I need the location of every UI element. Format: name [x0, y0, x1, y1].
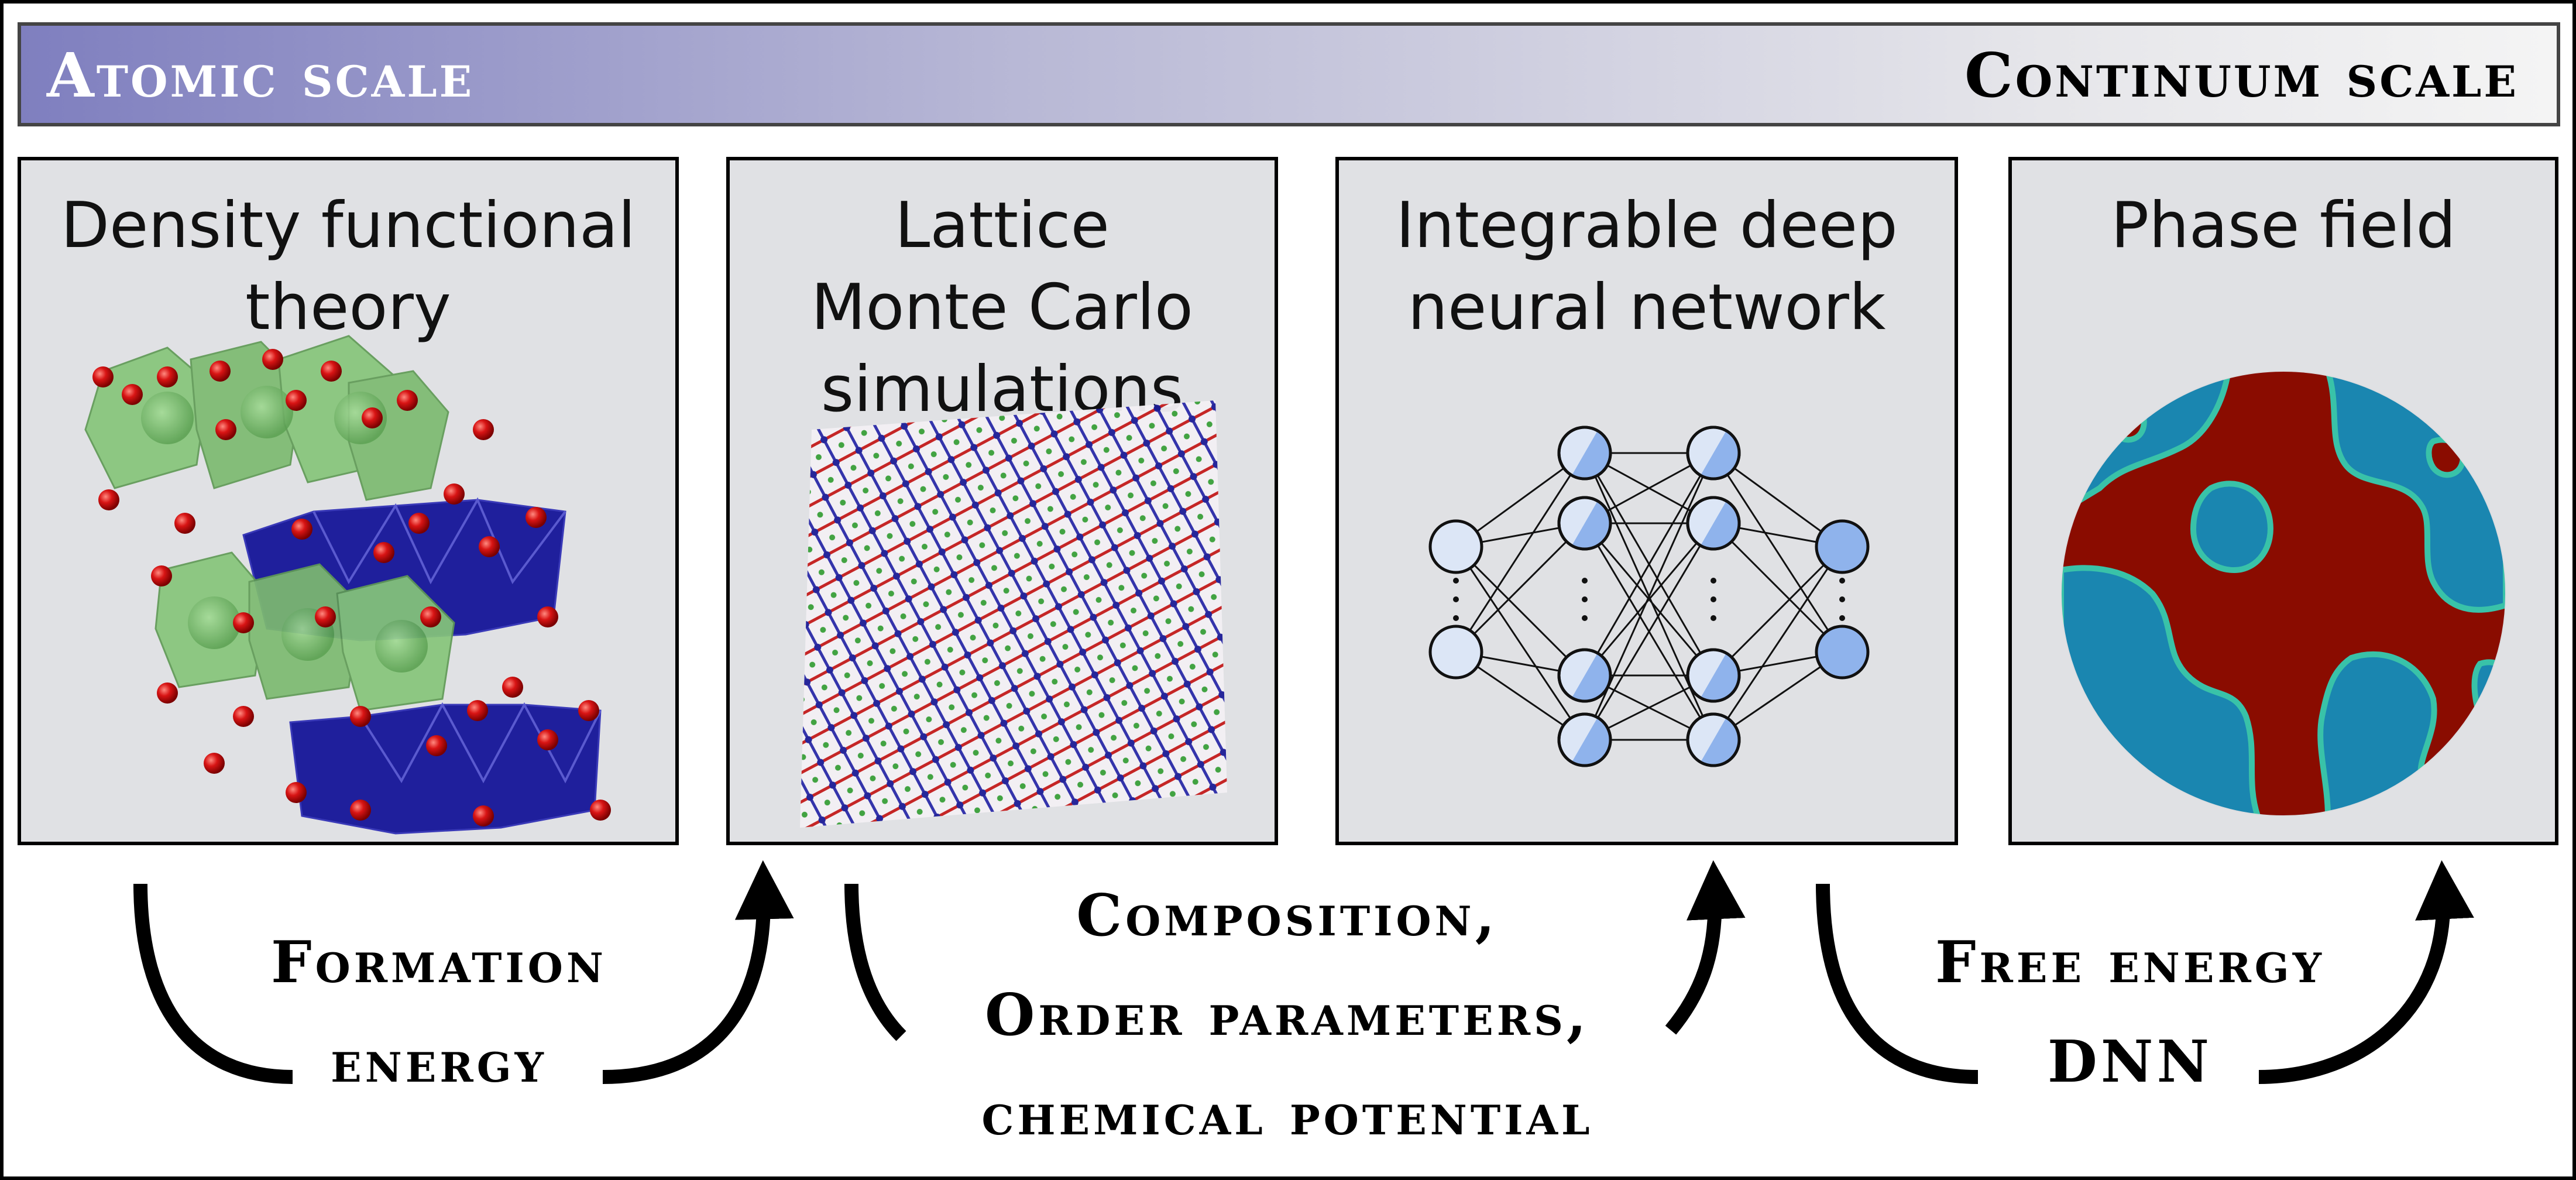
- ellipsis-dot: [1453, 578, 1459, 584]
- transfer-label-line: Formation: [271, 929, 607, 996]
- network-node: [1557, 712, 1612, 767]
- transfer-label-line: energy: [331, 1028, 547, 1096]
- arrow-3-left-curve: [1816, 883, 1979, 1084]
- panel-title: Density functional theory: [21, 185, 675, 349]
- network-edge: [1712, 452, 1843, 653]
- ellipsis-dot: [1582, 615, 1588, 621]
- network-edge: [1712, 522, 1843, 653]
- ellipsis-dot: [1711, 615, 1716, 621]
- atomic-scale-label: Atomic scale: [47, 39, 475, 111]
- crystal-structure-illustration: [84, 335, 611, 835]
- lattice-illustration: [800, 400, 1227, 828]
- scale-bar: [18, 22, 2560, 126]
- panel-lattice-monte-carlo: Lattice Monte Carlo simulations: [726, 157, 1278, 845]
- transfer-label-line: Composition,: [1076, 882, 1499, 949]
- ellipsis-dot: [1453, 596, 1459, 602]
- network-edge: [1712, 546, 1843, 677]
- network-edge: [1584, 523, 1715, 740]
- network-node: [1686, 648, 1741, 703]
- ellipsis-dot: [1839, 596, 1845, 602]
- transfer-label-line: Free energy: [1935, 929, 2325, 996]
- panel-title-line: Phase field: [2111, 189, 2456, 262]
- network-node: [1815, 519, 1870, 574]
- transfer-label-line: chemical potential: [981, 1081, 1593, 1148]
- transfer-label-formation-energy: Formation energy: [211, 913, 667, 1112]
- arrow-1-right-curve: [602, 860, 794, 1084]
- arrow-2-right-curve: [1665, 860, 1746, 1035]
- panel-density-functional-theory: Density functional theory: [18, 157, 679, 845]
- transfer-label-line: DNN: [2047, 1028, 2213, 1096]
- ellipsis-dot: [1711, 578, 1716, 584]
- network-node: [1557, 648, 1612, 703]
- phase-field-microstructure: [2060, 371, 2506, 817]
- network-edge: [1712, 546, 1843, 740]
- network-edge: [1584, 523, 1715, 676]
- transfer-label-free-energy-dnn: Free energy DNN: [1878, 913, 2382, 1112]
- network-edge: [1455, 452, 1586, 653]
- ellipsis-dot: [1453, 615, 1459, 621]
- panel-title-line: Density functional: [60, 189, 636, 262]
- neural-network-illustration: [1428, 426, 1870, 767]
- network-node: [1686, 426, 1741, 481]
- network-node: [1815, 625, 1870, 680]
- panel-title: Integrable deep neural network: [1339, 185, 1955, 349]
- panel-title-line: Lattice: [895, 189, 1110, 262]
- network-edge: [1584, 452, 1715, 676]
- panel-phase-field: Phase field: [2008, 157, 2558, 845]
- arrow-2-left-curve: [844, 883, 906, 1041]
- panel-title-line: Integrable deep: [1396, 189, 1898, 262]
- panel-title: Phase field: [2012, 185, 2555, 267]
- network-node: [1557, 496, 1612, 551]
- panel-title-line: neural network: [1407, 271, 1886, 344]
- network-edge: [1455, 546, 1586, 740]
- network-node: [1428, 625, 1483, 680]
- panel-title-line: Monte Carlo: [811, 271, 1193, 344]
- network-node: [1686, 496, 1741, 551]
- arrow-1-left-curve: [133, 883, 293, 1084]
- transfer-label-line: Order parameters,: [984, 982, 1591, 1049]
- network-node: [1557, 426, 1612, 481]
- panel-title-line: theory: [245, 271, 451, 344]
- network-edge: [1455, 546, 1586, 677]
- continuum-scale-label: Continuum scale: [1964, 39, 2519, 111]
- ellipsis-dot: [1711, 596, 1716, 602]
- transfer-label-composition: Composition, Order parameters, chemical …: [895, 866, 1679, 1165]
- panel-integrable-deep-neural-network: Integrable deep neural network: [1335, 157, 1958, 845]
- arrow-3-right-curve: [2258, 860, 2474, 1084]
- network-node: [1686, 712, 1741, 767]
- network-node: [1428, 519, 1483, 574]
- ellipsis-dot: [1582, 578, 1588, 584]
- ellipsis-dot: [1582, 596, 1588, 602]
- ellipsis-dot: [1839, 578, 1845, 584]
- ellipsis-dot: [1839, 615, 1845, 621]
- network-edge: [1455, 522, 1586, 653]
